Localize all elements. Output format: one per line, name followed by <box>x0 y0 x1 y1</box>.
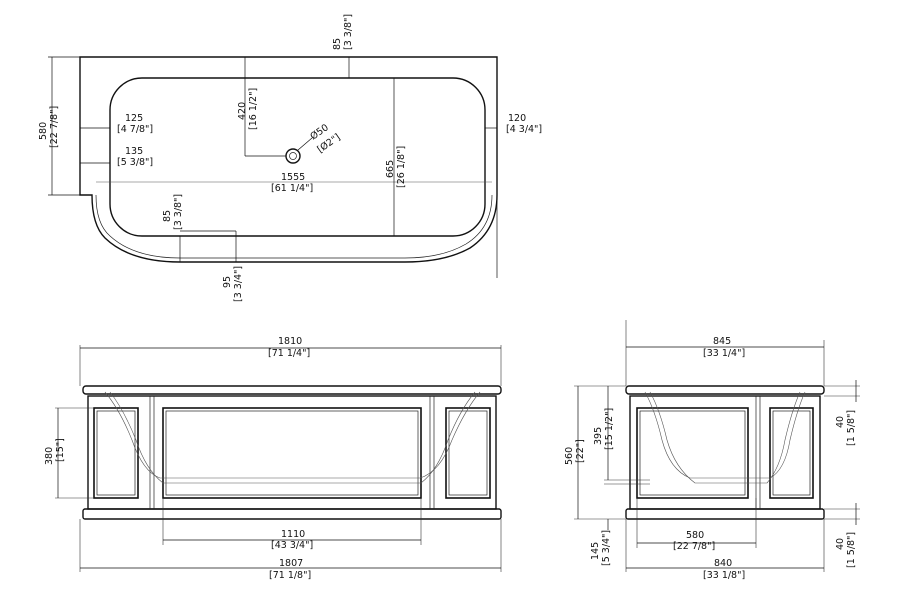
top-trim-label: 40 <box>835 416 846 428</box>
right-rim-in-label: [4 3/4"] <box>506 124 542 135</box>
depth-edge-in-label: [3 3/8"] <box>343 14 354 50</box>
side-main-panel-inner <box>639 410 746 496</box>
inner-length-label: 1555 <box>281 172 305 183</box>
drain-icon <box>285 148 301 164</box>
half-depth-label: 420 <box>237 102 248 120</box>
front-left-panel-inner <box>96 410 136 496</box>
front-plinth <box>82 508 502 520</box>
floor-height-label: 145 <box>590 542 601 560</box>
overall-depth-in-label: [22 7/8"] <box>49 106 60 148</box>
side-inner-bottom-in-label: [22 7/8"] <box>673 541 715 552</box>
side-tub-profile-inner <box>649 391 801 484</box>
right-rim-label: 120 <box>508 113 526 124</box>
front-offset-in-label: [3 3/4"] <box>233 266 244 302</box>
panel-height-label: 380 <box>44 447 55 465</box>
front-offset-label: 95 <box>222 276 233 288</box>
tub-rim-line <box>95 194 493 259</box>
left-rim-b-label: 135 <box>125 146 143 157</box>
front-rim-label: 85 <box>162 210 173 222</box>
top-width-label: 1810 <box>278 336 302 347</box>
side-base-width-label: 840 <box>714 558 732 569</box>
overall-height-label: 560 <box>564 447 575 465</box>
front-right-panel-inner <box>448 410 488 496</box>
base-width-label: 1807 <box>279 558 303 569</box>
front-top-rim <box>82 385 502 395</box>
front-center-panel <box>162 407 422 499</box>
top-view: 85 [3 3/8"] 420 [16 1/2"] Ø50 [Ø2"] 1555… <box>38 14 542 302</box>
side-tub-profile <box>644 391 806 479</box>
side-inner-bottom-label: 580 <box>686 530 704 541</box>
drain-inner-icon <box>289 152 297 160</box>
inner-bottom-in-label: [43 3/4"] <box>271 540 313 551</box>
side-plinth <box>625 508 825 520</box>
depth-edge-label: 85 <box>332 38 343 50</box>
inner-bottom-label: 1110 <box>281 529 305 540</box>
bottom-trim-in-label: [1 5/8"] <box>846 532 857 568</box>
left-rim-a-label: 125 <box>125 113 143 124</box>
panel-height-in-label: [15"] <box>55 438 66 462</box>
tub-depth-in-label: [15 1/2"] <box>604 408 615 450</box>
inner-width-in-label: [26 1/8"] <box>396 146 407 188</box>
overall-depth-label: 580 <box>38 122 49 140</box>
front-tub-profile <box>104 391 481 479</box>
side-main-panel <box>636 407 749 499</box>
leader-line <box>297 137 313 151</box>
overall-height-in-label: [22"] <box>575 439 586 463</box>
top-width-in-label: [71 1/4"] <box>268 348 310 359</box>
front-tub-profile-inner <box>109 391 476 484</box>
tub-depth-label: 395 <box>593 427 604 445</box>
front-left-panel <box>93 407 139 499</box>
half-depth-in-label: [16 1/2"] <box>248 88 259 130</box>
side-top-width-in-label: [33 1/4"] <box>703 348 745 359</box>
bottom-trim-label: 40 <box>835 538 846 550</box>
side-body <box>629 395 821 510</box>
inner-length-in-label: [61 1/4"] <box>271 183 313 194</box>
front-rim-in-label: [3 3/8"] <box>173 194 184 230</box>
front-center-panel-inner <box>165 410 419 496</box>
base-width-in-label: [71 1/8"] <box>269 570 311 581</box>
inner-width-label: 665 <box>385 160 396 178</box>
side-small-panel <box>769 407 814 499</box>
side-small-panel-inner <box>772 410 811 496</box>
front-view: 1810 [71 1/4"] 380 [15"] 1110 [43 3/4"] … <box>44 336 502 581</box>
left-rim-a-in-label: [4 7/8"] <box>117 124 153 135</box>
front-right-panel <box>445 407 491 499</box>
front-body <box>87 395 497 510</box>
left-rim-b-in-label: [5 3/8"] <box>117 157 153 168</box>
floor-height-in-label: [5 3/4"] <box>601 530 612 566</box>
side-top-width-label: 845 <box>713 336 731 347</box>
top-trim-in-label: [1 5/8"] <box>846 410 857 446</box>
tub-basin <box>109 77 486 237</box>
side-view: 845 [33 1/4"] 560 [22"] 395 [15 1/2"] 40… <box>564 320 860 581</box>
side-top-rim <box>625 385 825 395</box>
tub-outline <box>79 56 498 263</box>
side-base-width-in-label: [33 1/8"] <box>703 570 745 581</box>
